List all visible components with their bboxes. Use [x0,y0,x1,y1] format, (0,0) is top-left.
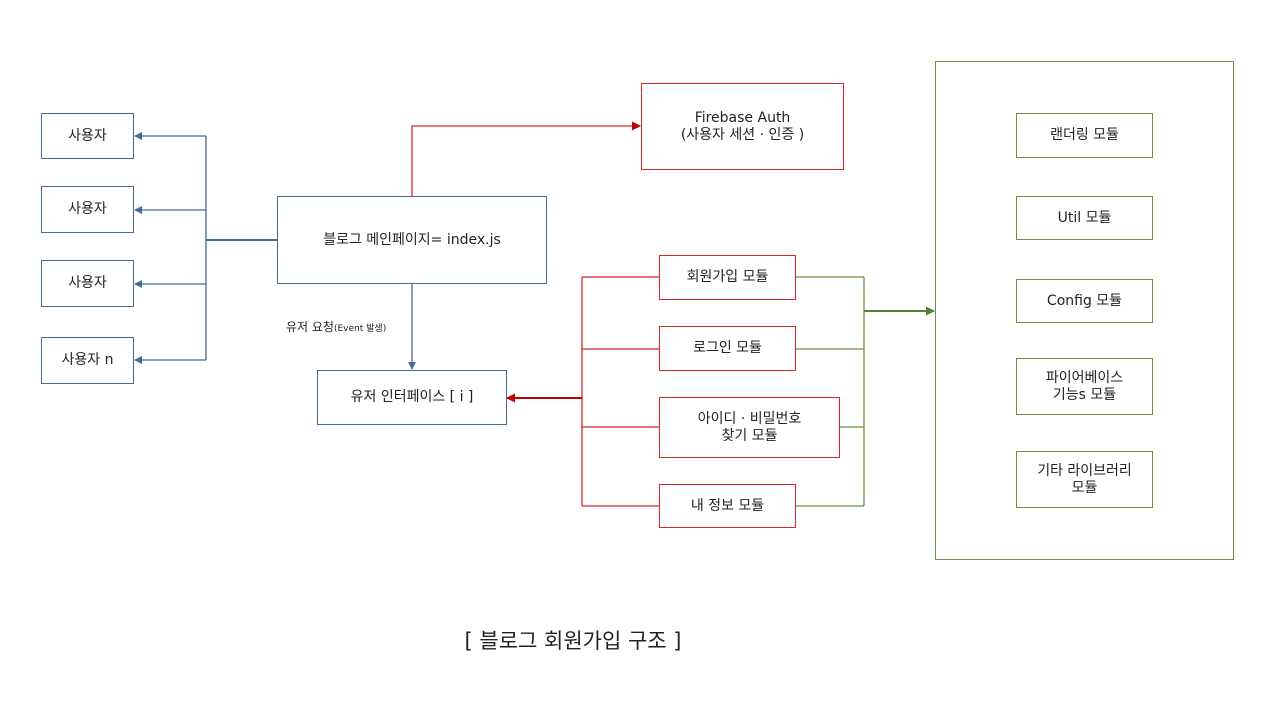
diagram-caption: [ 블로그 회원가입 구조 ] [464,629,682,653]
firebase-features-module-box: 파이어베이스 기능s 모듈 [1016,358,1153,415]
user-box-2: 사용자 [41,186,134,233]
user-box-1: 사용자 [41,113,134,159]
user-box-n: 사용자 n [41,337,134,384]
rendering-module-box: 랜더링 모듈 [1016,113,1153,158]
modules-to-ui-connectors [581,276,659,507]
user-request-label: 유저 요청(Event 발생) [286,318,386,335]
signup-module-box: 회원가입 모듈 [659,255,796,300]
config-module-box: Config 모듈 [1016,279,1153,323]
my-info-module-box: 내 정보 모듈 [659,484,796,528]
other-library-module-box: 기타 라이브러리 모듈 [1016,451,1153,508]
util-module-box: Util 모듈 [1016,196,1153,240]
user-interface-box: 유저 인터페이스 [ i ] [317,370,507,425]
user-request-text: 유저 요청 [286,320,334,334]
main-to-auth-connector [411,121,641,196]
user-box-3: 사용자 [41,260,134,307]
main-to-users-connectors [134,132,416,370]
user-request-detail: (Event 발생) [333,324,387,334]
find-id-password-module-box: 아이디 · 비밀번호 찾기 모듈 [659,397,840,458]
main-page-box: 블로그 메인페이지= index.js [277,196,547,284]
firebase-auth-box: Firebase Auth (사용자 세션 · 인증 ) [641,83,844,170]
modules-to-library-connectors [795,276,865,507]
login-module-box: 로그인 모듈 [659,326,796,371]
